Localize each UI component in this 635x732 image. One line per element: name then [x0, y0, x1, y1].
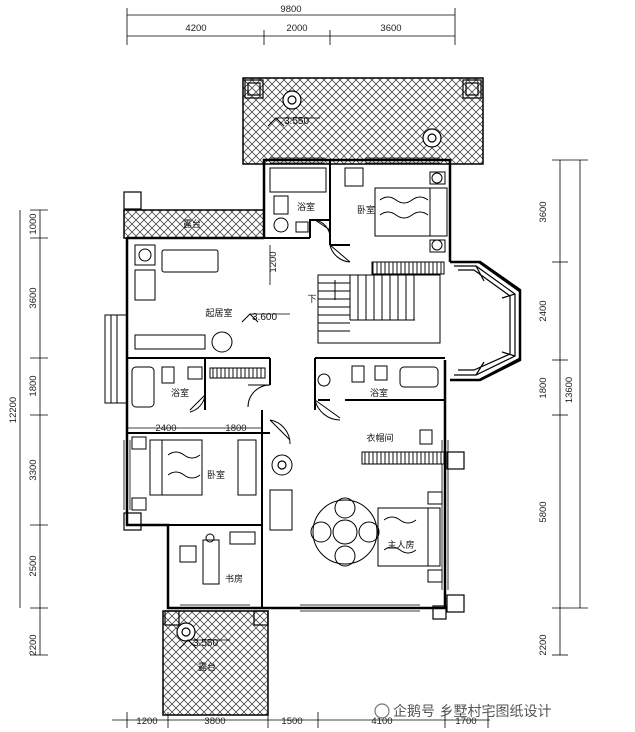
room-label-master: 主人房: [387, 539, 414, 551]
dim-left-1: 3600: [28, 287, 39, 308]
dim-top-2: 3600: [380, 23, 401, 34]
furniture-bedroom-left: [131, 436, 293, 511]
dim-bottom-0: 1200: [136, 716, 157, 727]
room-label-balcony-left: 露台: [183, 218, 201, 230]
dim-bottom-2: 1500: [281, 716, 302, 727]
room-label-study: 书房: [225, 573, 243, 585]
room-label-bath-top: 浴室: [297, 201, 315, 213]
furniture-bath-right: [317, 365, 439, 388]
staircase: [317, 274, 441, 344]
dim-top-1: 2000: [286, 23, 307, 34]
dim-left-3: 3300: [28, 459, 39, 480]
dim-right-0: 3600: [538, 201, 549, 222]
furniture-study: [179, 531, 256, 585]
dim-top-0: 4200: [185, 23, 206, 34]
room-label-bedroom-left: 卧室: [207, 469, 225, 481]
room-label-bath-right: 浴室: [370, 387, 388, 399]
interior-walls: [127, 160, 445, 608]
closet-rods: [209, 261, 445, 465]
dim-right-2: 1800: [538, 377, 549, 398]
dim-left-4: 2500: [28, 555, 39, 576]
level-markers: 3.550 3.600 3.550: [179, 116, 320, 649]
terrace-left-strip: [123, 209, 265, 239]
stair-direction-label: 下: [307, 295, 316, 305]
column-markers: [123, 79, 482, 626]
terrace-top: [242, 77, 484, 165]
dim-interior-2400: 2400: [155, 423, 176, 434]
watermark-text: 企鹅号 乡墅村宅图纸设计: [393, 703, 551, 720]
dimension-labels: 9800 4200 2000 3600 1200 3800 1500 4100 …: [8, 4, 575, 727]
dim-left-5: 2200: [28, 634, 39, 655]
dim-right-4: 2200: [538, 634, 549, 655]
dimension-lines: [19, 8, 588, 728]
dim-bottom-3: 4100: [371, 716, 392, 727]
level-living: 3.600: [252, 312, 277, 323]
dim-bottom-1: 3800: [204, 716, 225, 727]
wall-windows: [123, 157, 449, 612]
room-label-bedroom-top: 卧室: [357, 204, 375, 216]
room-labels: 露台 浴室 卧室 起居室 浴室 浴室 卧室 衣帽间 主人房 书房 露台 下: [171, 201, 415, 673]
level-bottom-terrace: 3.550: [193, 638, 218, 649]
dim-left-total: 12200: [8, 397, 19, 423]
left-window: [104, 314, 128, 404]
dim-right-1: 2400: [538, 300, 549, 321]
dim-interior-1200: 1200: [268, 251, 279, 272]
plant-icons: [176, 90, 442, 642]
dim-interior-1800: 1800: [225, 423, 246, 434]
dim-bottom-4: 1700: [455, 716, 476, 727]
dim-top-total: 9800: [280, 4, 301, 15]
furniture-bath-left: [131, 366, 203, 408]
doors: [189, 219, 351, 600]
dim-left-0: 1000: [28, 213, 39, 234]
furniture-living: [134, 244, 233, 353]
level-top-terrace: 3.550: [284, 116, 309, 127]
bay-window: [450, 261, 521, 381]
dim-left-2: 1800: [28, 375, 39, 396]
room-label-terrace-bottom: 露台: [198, 661, 216, 673]
dim-right-total: 13600: [564, 377, 575, 403]
furniture-bedroom-top: [344, 167, 448, 253]
watermark: 企鹅号 乡墅村宅图纸设计: [374, 703, 551, 720]
furniture-bath-top: [269, 167, 327, 233]
room-label-closet: 衣帽间: [366, 432, 393, 444]
furniture-master: [269, 429, 443, 583]
dim-right-3: 5800: [538, 501, 549, 522]
room-label-living: 起居室: [205, 307, 232, 319]
room-label-bath-left: 浴室: [171, 387, 189, 399]
